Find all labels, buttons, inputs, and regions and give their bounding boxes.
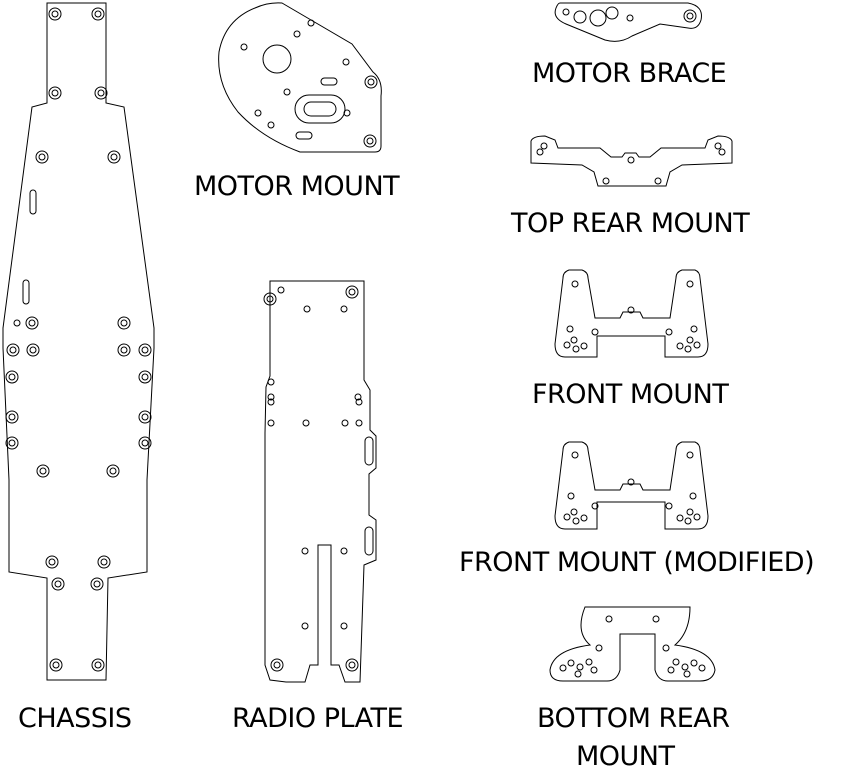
label-top-rear-mount: TOP REAR MOUNT <box>511 208 750 239</box>
label-bottom-rear-mount-line1: BOTTOM REAR <box>537 703 730 734</box>
bottom-rear-mount-part <box>549 606 716 682</box>
front-mount-part <box>554 269 709 358</box>
label-front-mount: FRONT MOUNT <box>532 379 729 410</box>
motor-mount-slot <box>294 94 346 124</box>
label-motor-brace: MOTOR BRACE <box>532 58 727 89</box>
chassis-part <box>2 2 155 681</box>
front-mount-modified-part <box>554 441 709 530</box>
label-motor-mount: MOTOR MOUNT <box>194 171 400 202</box>
chassis-holes <box>5 7 152 672</box>
motor-mount-part <box>218 2 382 153</box>
label-bottom-rear-mount-line2: MOUNT <box>576 741 675 772</box>
radio-plate-slot <box>364 436 374 466</box>
top-rear-mount-part <box>530 135 733 187</box>
chassis-slot <box>22 279 30 305</box>
label-front-mount-modified: FRONT MOUNT (MODIFIED) <box>459 547 815 578</box>
label-radio-plate: RADIO PLATE <box>232 703 404 734</box>
label-chassis: CHASSIS <box>18 703 132 734</box>
chassis-slot <box>29 189 37 215</box>
radio-plate-part <box>263 280 377 683</box>
radio-plate-slot <box>364 526 374 556</box>
motor-brace-part <box>554 2 702 42</box>
